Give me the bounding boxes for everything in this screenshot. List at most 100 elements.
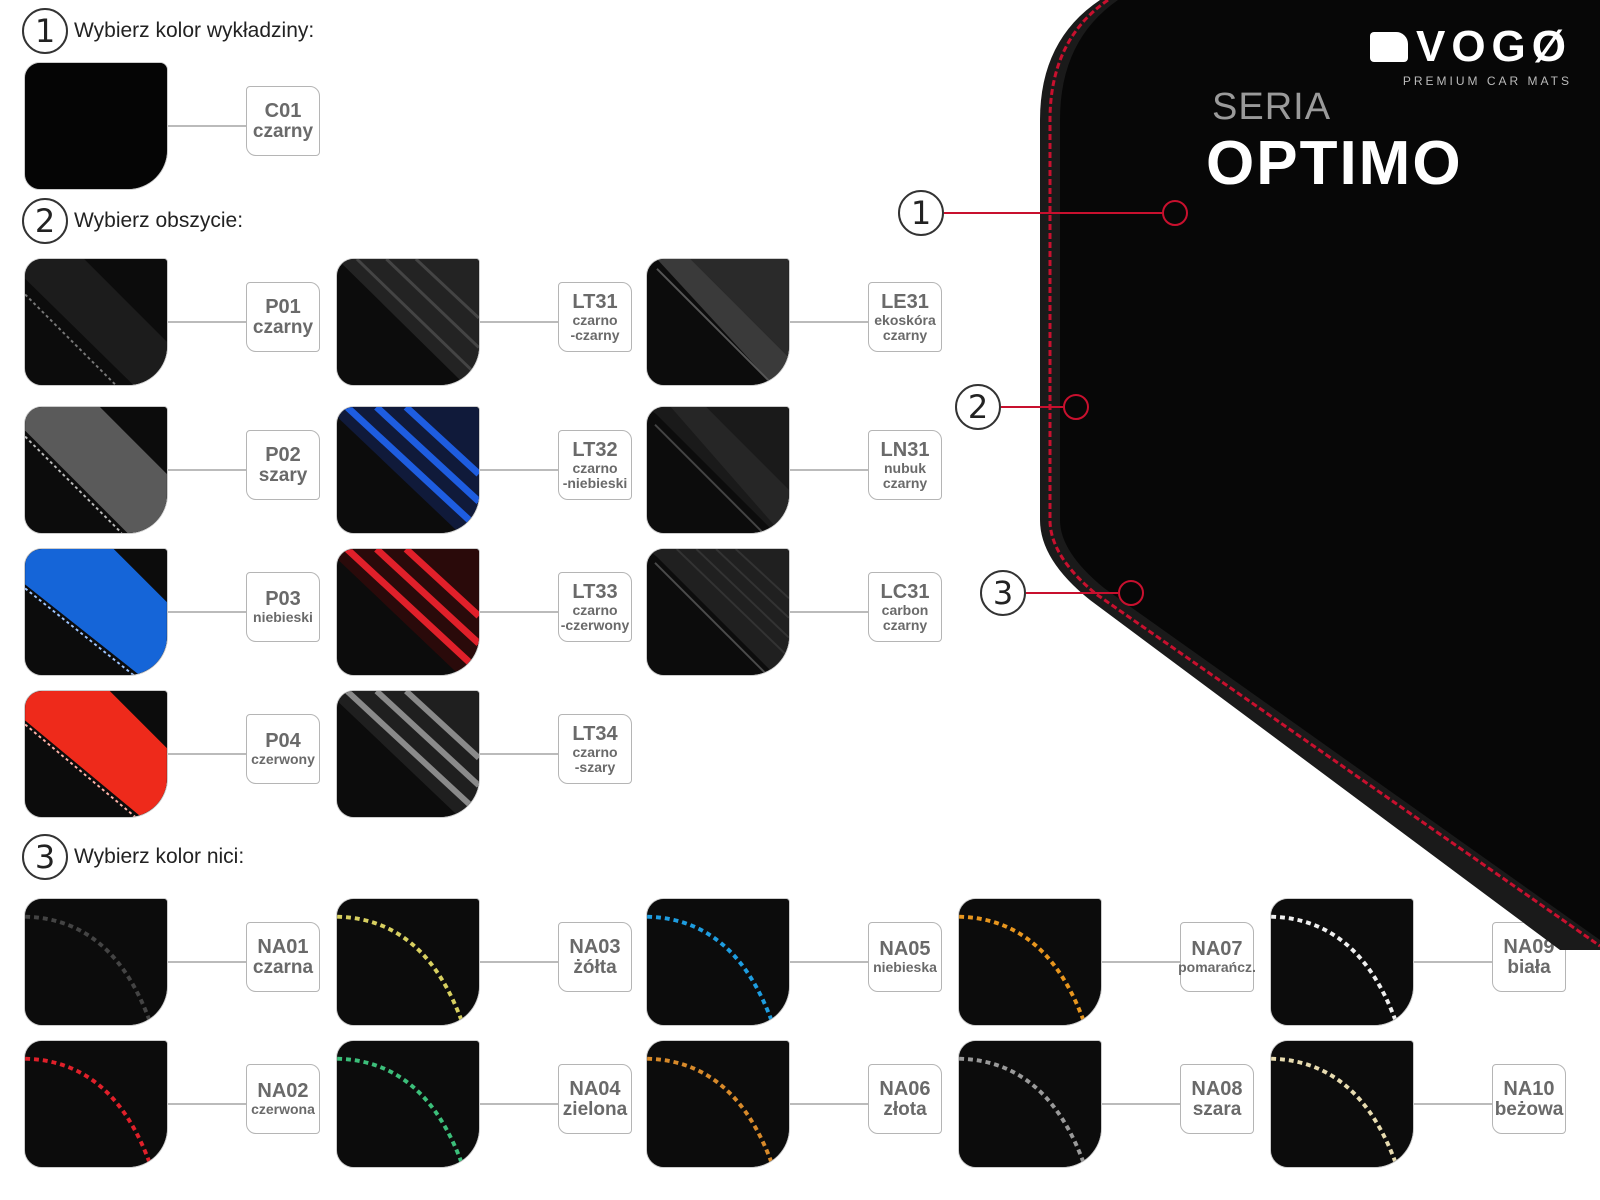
series-name: OPTIMO xyxy=(1206,129,1463,198)
option-code: LN31 xyxy=(880,438,930,461)
option-name: czarno xyxy=(572,601,618,618)
option-name: czarny xyxy=(252,316,314,338)
option-tag: LT33 czarno -czerwony xyxy=(558,572,632,642)
trim-option-p02[interactable]: P02 szary xyxy=(24,406,324,534)
step-label: Wybierz obszycie: xyxy=(74,209,244,232)
option-code: LC31 xyxy=(880,580,930,603)
trim-option-ln31[interactable]: LN31 nubuk czarny xyxy=(646,406,946,534)
thread-swatch xyxy=(24,1040,168,1168)
option-code: P03 xyxy=(265,588,301,611)
option-name: beżowa xyxy=(1494,1098,1564,1120)
option-name-2: czarny xyxy=(882,616,928,633)
trim-option-lt34[interactable]: LT34 czarno -szary xyxy=(336,690,636,818)
option-name: szary xyxy=(258,464,308,486)
option-name: czarny xyxy=(252,120,314,142)
trim-option-lt32[interactable]: LT32 czarno -niebieski xyxy=(336,406,636,534)
option-code: NA01 xyxy=(257,935,309,958)
option-name: nubuk xyxy=(884,459,926,476)
option-code: NA07 xyxy=(1191,938,1243,961)
option-name: pomarańcz. xyxy=(1178,959,1256,976)
logo-mark-icon xyxy=(1369,32,1408,62)
option-code: NA05 xyxy=(879,938,931,961)
option-name-2: -czerwony xyxy=(560,616,630,633)
step-number: 1 xyxy=(22,8,68,54)
brand-logo: VOGØ PREMIUM CAR MATS xyxy=(1369,22,1572,88)
callout-marker xyxy=(1162,200,1188,226)
option-code: P01 xyxy=(265,295,301,318)
option-tag: P02 szary xyxy=(246,430,320,500)
option-name: niebieska xyxy=(873,959,937,976)
step-2-heading: 2 Wybierz obszycie: xyxy=(22,198,243,244)
option-name: czarno xyxy=(572,311,618,328)
option-tag: LT32 czarno -niebieski xyxy=(558,430,632,500)
option-code: NA09 xyxy=(1503,935,1555,958)
step-label: Wybierz kolor wykładziny: xyxy=(74,19,315,42)
option-tag: LT31 czarno -czarny xyxy=(558,282,632,352)
callout-1: 1 xyxy=(898,190,1188,236)
thread-swatch xyxy=(24,898,168,1026)
option-code: C01 xyxy=(264,99,302,122)
callout-marker xyxy=(1063,394,1089,420)
callout-number: 1 xyxy=(898,190,944,236)
trim-option-p03[interactable]: P03 niebieski xyxy=(24,548,324,676)
option-name: czarno xyxy=(572,743,618,760)
step-1-heading: 1 Wybierz kolor wykładziny: xyxy=(22,8,314,54)
step-number: 2 xyxy=(22,198,68,244)
thread-swatch xyxy=(646,1040,790,1168)
option-code: LT31 xyxy=(572,290,618,313)
option-code: LT32 xyxy=(572,438,618,461)
option-name: zielona xyxy=(562,1098,628,1120)
step-number: 3 xyxy=(22,834,68,880)
carpet-option-c01[interactable]: C01 czarny xyxy=(24,62,324,190)
trim-option-p04[interactable]: P04 czerwony xyxy=(24,690,324,818)
option-tag: P04 czerwony xyxy=(246,714,320,784)
trim-option-le31[interactable]: LE31 ekoskóra czarny xyxy=(646,258,946,386)
option-code: NA02 xyxy=(257,1080,309,1103)
trim-option-p01[interactable]: P01 czarny xyxy=(24,258,324,386)
option-code: LT34 xyxy=(572,722,618,745)
option-tag: P01 czarny xyxy=(246,282,320,352)
option-code: NA10 xyxy=(1503,1077,1555,1100)
option-name: złota xyxy=(883,1098,927,1120)
option-name: ekoskóra xyxy=(874,311,936,328)
option-name: żółta xyxy=(573,956,617,978)
option-name-2: czarny xyxy=(882,474,928,491)
option-name-2: -niebieski xyxy=(562,474,628,491)
trim-swatch xyxy=(24,258,168,386)
logo-tagline: PREMIUM CAR MATS xyxy=(1402,74,1572,88)
trim-option-lt33[interactable]: LT33 czarno -czerwony xyxy=(336,548,636,676)
trim-swatch xyxy=(646,548,790,676)
trim-swatch xyxy=(24,690,168,818)
trim-option-lc31[interactable]: LC31 carbon czarny xyxy=(646,548,946,676)
trim-option-lt31[interactable]: LT31 czarno -czarny xyxy=(336,258,636,386)
callout-3: 3 xyxy=(980,570,1144,616)
option-name: czarna xyxy=(252,956,314,978)
callout-number: 3 xyxy=(980,570,1026,616)
option-tag: LT34 czarno -szary xyxy=(558,714,632,784)
thread-swatch xyxy=(1270,898,1414,1026)
trim-swatch xyxy=(24,406,168,534)
trim-swatch xyxy=(336,690,480,818)
trim-swatch xyxy=(336,406,480,534)
option-name: carbon xyxy=(881,601,929,618)
thread-swatch xyxy=(958,898,1102,1026)
